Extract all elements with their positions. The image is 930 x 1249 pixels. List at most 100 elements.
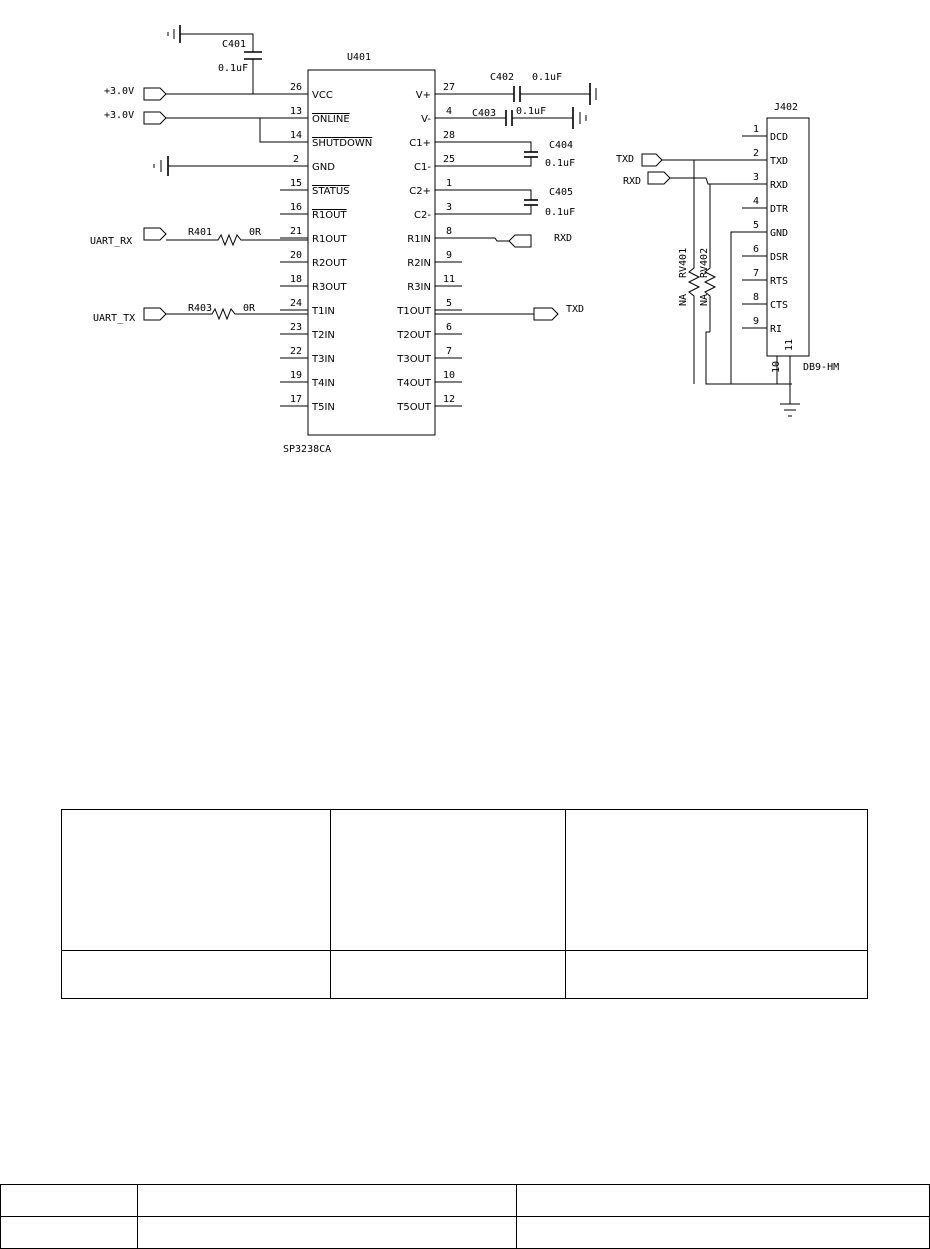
u401-pin-name: C1+	[409, 138, 431, 149]
table-cell	[137, 1184, 517, 1217]
c405-ref: C405	[549, 187, 573, 198]
u401-pin-name: R3OUT	[312, 282, 348, 293]
u401-pin-number: 3	[446, 202, 452, 213]
r403-ref: R403	[188, 303, 212, 314]
u401-pin-number: 18	[290, 274, 302, 285]
txd-out-group: TXD	[435, 304, 584, 321]
db9-ground-network	[705, 231, 800, 417]
rs232-schematic: U401 SP3238CA 26VCC13ONLINE14SHUTDOWN2GN…	[90, 25, 839, 455]
j402-pin-name: TXD	[770, 156, 788, 167]
j402-pin-name: CTS	[770, 300, 788, 311]
u401-pin-number: 4	[446, 106, 452, 117]
c403-value: 0.1uF	[516, 106, 546, 117]
rxd-in-group: RXD	[623, 171, 767, 187]
table-cell	[0, 1184, 138, 1217]
j402-pin-number: 8	[753, 292, 759, 303]
table-cell	[565, 950, 868, 999]
u401-pin-name: R3IN	[407, 282, 431, 293]
u401-pin-name: T2OUT	[396, 330, 432, 341]
rxd-out-label: RXD	[554, 233, 572, 244]
j402-pin-number: 7	[753, 268, 759, 279]
u401-right-pins: 27V+4V-28C1+25C1-1C2+3C2-8R1IN9R2IN11R3I…	[396, 82, 462, 413]
j402-pin-name: RXD	[770, 180, 788, 191]
u401-pin-number: 24	[290, 298, 302, 309]
j402-pin-number: 4	[753, 196, 759, 207]
c401-group: C401 0.1uF	[167, 25, 262, 94]
u401-pin-name: R1OUT	[312, 210, 348, 221]
u401-pin-number: 8	[446, 226, 452, 237]
j402-pin-number: 1	[753, 124, 759, 135]
u401-pin-number: 16	[290, 202, 302, 213]
rv401-value: NA	[678, 294, 689, 306]
j402-shield-pin-11: 11	[784, 339, 795, 351]
u401-pin-name: T3IN	[311, 354, 335, 365]
gnd-pin2-group	[153, 156, 308, 176]
u401-pin-number: 6	[446, 322, 452, 333]
u401-pin-name: T5OUT	[396, 402, 432, 413]
u401-pin-name: VCC	[312, 90, 333, 101]
j402-ref-label: J402	[774, 102, 798, 113]
uart-rx-group: UART_RX R401 0R	[90, 227, 308, 247]
u401-pin-name: T3OUT	[396, 354, 432, 365]
u401-pin-number: 20	[290, 250, 302, 261]
c401-value: 0.1uF	[218, 63, 248, 74]
j402-pin-name: RTS	[770, 276, 788, 287]
c401-ref: C401	[222, 39, 246, 50]
r401-ref: R401	[188, 227, 212, 238]
u401-pin-name: C2+	[409, 186, 431, 197]
u401-pin-number: 5	[446, 298, 452, 309]
u401-pin-number: 21	[290, 226, 302, 237]
table-bottom	[0, 1184, 930, 1249]
u401-pin-name: R1IN	[407, 234, 431, 245]
j402-pin-number: 2	[753, 148, 759, 159]
j402-pin-name: GND	[770, 228, 788, 239]
u401-pin-number: 17	[290, 394, 302, 405]
j402-pin-name: DCD	[770, 132, 788, 143]
c403-group: C403 0.1uF	[435, 106, 587, 129]
c403-ref: C403	[472, 108, 496, 119]
u401-pin-name: STATUS	[312, 186, 350, 197]
u401-pin-name: R2OUT	[312, 258, 348, 269]
j402-pin-number: 9	[753, 316, 759, 327]
uart-tx-label: UART_TX	[93, 313, 135, 324]
table-cell	[516, 1216, 930, 1249]
table-cell	[330, 950, 566, 999]
c404-value: 0.1uF	[545, 158, 575, 169]
vcc2-port-group: +3.0V	[104, 110, 308, 143]
txd-out-label: TXD	[566, 304, 584, 315]
table-row	[61, 950, 868, 999]
j402-pin-name: DSR	[770, 252, 789, 263]
rv401-group: RV401 NA	[678, 160, 701, 384]
u401-pin-number: 10	[443, 370, 455, 381]
r401-value: 0R	[249, 227, 262, 238]
j402-pin-name: DTR	[770, 204, 789, 215]
u401-pin-name: T5IN	[311, 402, 335, 413]
u401-pin-name: C1-	[414, 162, 431, 173]
u401-pin-number: 22	[290, 346, 302, 357]
rv402-group: RV402 NA	[699, 184, 717, 332]
table-cell	[565, 809, 868, 951]
c402-value: 0.1uF	[532, 72, 562, 83]
u401-pin-name: R1OUT	[312, 234, 348, 245]
rxd-out-group: RXD	[435, 233, 572, 248]
j402-pin-number: 5	[753, 220, 759, 231]
u401-pin-name: T4IN	[311, 378, 335, 389]
rxd-in-label: RXD	[623, 176, 641, 187]
txd-in-group: TXD	[616, 153, 767, 167]
u401-pin-number: 13	[290, 106, 302, 117]
u401-pin-name: C2-	[414, 210, 431, 221]
u401-pin-number: 25	[443, 154, 455, 165]
vcc2-port-label: +3.0V	[104, 110, 134, 121]
u401-pin-number: 15	[290, 178, 302, 189]
u401-chip-body	[307, 69, 436, 436]
u401-part-label: SP3238CA	[283, 444, 331, 455]
u401-pin-number: 26	[290, 82, 302, 93]
u401-pin-number: 19	[290, 370, 302, 381]
c404-group: C404 0.1uF	[435, 140, 575, 169]
j402-connector-body	[766, 117, 810, 357]
j402-pin-number: 3	[753, 172, 759, 183]
r403-value: 0R	[243, 303, 256, 314]
u401-pin-name: GND	[312, 162, 335, 173]
u401-pin-name: T2IN	[311, 330, 335, 341]
vcc1-port-group: +3.0V	[104, 86, 308, 101]
